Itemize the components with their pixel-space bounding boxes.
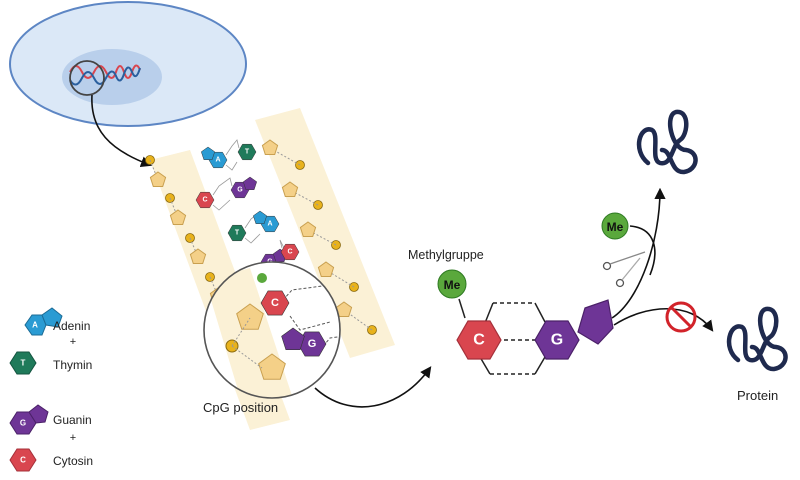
- guanin-label: Guanin: [53, 413, 92, 427]
- sugar-pentagon: [317, 261, 335, 277]
- base-hexagon: [237, 143, 257, 161]
- base-letter: T: [245, 149, 250, 156]
- forbidden-icon: [665, 301, 697, 333]
- base-pair: AT: [201, 139, 257, 171]
- legend-item-thymin: T Thymin: [9, 351, 92, 375]
- scissors-icon: [602, 251, 646, 288]
- zoom-arrow-2: [314, 366, 432, 408]
- guanin-hexagon: [534, 320, 580, 360]
- base-pentagon: [243, 176, 257, 190]
- base-letter: G: [237, 187, 243, 194]
- cytosin-symbol: C: [20, 456, 26, 465]
- phosphate-group: [343, 309, 377, 335]
- base-legend: A Adenin + T Thymin G Guanin + C Cytosin: [9, 307, 93, 472]
- zoom-base-letter: G: [308, 338, 317, 350]
- base-hexagon: [195, 191, 215, 209]
- cytosin-hexagon: [456, 320, 502, 360]
- zoom-sugar: [236, 303, 264, 330]
- adenin-pentagon-icon: [41, 307, 63, 328]
- cytosin-letter: C: [473, 332, 485, 349]
- cytosin-hexagon-icon: [9, 448, 37, 472]
- expression-arrow: [611, 187, 666, 319]
- guanin-letter: G: [551, 332, 563, 349]
- methyl-bond: [458, 298, 466, 319]
- guanin-pentagon: [577, 299, 614, 345]
- sugar-pentagon: [299, 221, 317, 237]
- base-hexagon: [280, 243, 300, 261]
- base-pentagon: [201, 146, 215, 160]
- thymin-label: Thymin: [53, 358, 92, 372]
- base-letter: T: [235, 230, 240, 237]
- zoom-base-letter: C: [271, 297, 279, 309]
- protein-label: Protein: [737, 388, 778, 403]
- legend-plus-1: +: [70, 336, 76, 348]
- adenin-label: Adenin: [53, 319, 90, 333]
- cell: [9, 1, 247, 127]
- protein-icon-bottom: [726, 306, 788, 372]
- zoom-band: [205, 268, 300, 398]
- zoom-arrow-1: [91, 94, 153, 168]
- sugar-pentagon: [261, 139, 279, 155]
- sugar-pentagon: [335, 301, 353, 317]
- phosphate-group: [325, 269, 359, 292]
- phosphate-group: [289, 189, 323, 210]
- sugar-pentagon: [169, 209, 187, 225]
- zoom-sugar: [258, 353, 286, 380]
- magnify-circle: [69, 60, 105, 96]
- methyl-removal-arrow: [629, 225, 656, 276]
- guanin-symbol: G: [20, 419, 26, 428]
- adenin-symbol: A: [32, 321, 38, 330]
- methyl-symbol: Me: [444, 278, 461, 292]
- legend-item-guanin: G Guanin: [9, 404, 92, 435]
- sugar-pentagon: [149, 171, 167, 187]
- cpg-zoom: C G CpG position: [203, 261, 341, 415]
- methylated-cpg-pair: Methylgruppe Me C G: [408, 248, 614, 375]
- phosphate-group: [307, 229, 341, 250]
- base-pentagon: [253, 210, 267, 224]
- base-hexagon: [227, 224, 247, 242]
- zoom-cytosin: [260, 290, 290, 316]
- legend-item-cytosin: C Cytosin: [9, 448, 93, 472]
- backbone-band-right: [255, 108, 395, 358]
- cpg-position-label: CpG position: [203, 400, 278, 415]
- removed-methyl-icon: [601, 212, 629, 240]
- zoom-methyl-dot: [257, 273, 267, 283]
- sugar-pentagon: [281, 181, 299, 197]
- blocked-expression-arrow: [613, 308, 714, 332]
- dna-helix-icon: [69, 64, 141, 86]
- legend-plus-2: +: [70, 432, 76, 444]
- guanin-pentagon-icon: [28, 404, 49, 424]
- removed-methyl-symbol: Me: [607, 220, 624, 234]
- base-letter: A: [267, 221, 272, 228]
- thymin-hexagon-icon: [9, 351, 37, 375]
- protein-icon-top: [636, 109, 698, 175]
- base-pair: TA: [227, 210, 280, 244]
- legend-item-adenin: A Adenin: [24, 307, 90, 336]
- methyl-group-icon: [437, 269, 467, 299]
- thymin-symbol: T: [21, 359, 26, 368]
- base-letter: C: [202, 197, 207, 204]
- zoom-guanin-pentagon: [281, 327, 305, 351]
- cpg-zoom-circle: [203, 261, 341, 399]
- methylgruppe-label: Methylgruppe: [408, 248, 484, 262]
- base-letter: C: [287, 249, 292, 256]
- base-pair: CG: [195, 176, 257, 211]
- lower-path: Protein: [613, 301, 788, 403]
- sugar-pentagon: [189, 248, 207, 264]
- base-letter: A: [215, 157, 220, 164]
- upper-path: Me: [601, 109, 698, 319]
- cytosin-label: Cytosin: [53, 454, 93, 468]
